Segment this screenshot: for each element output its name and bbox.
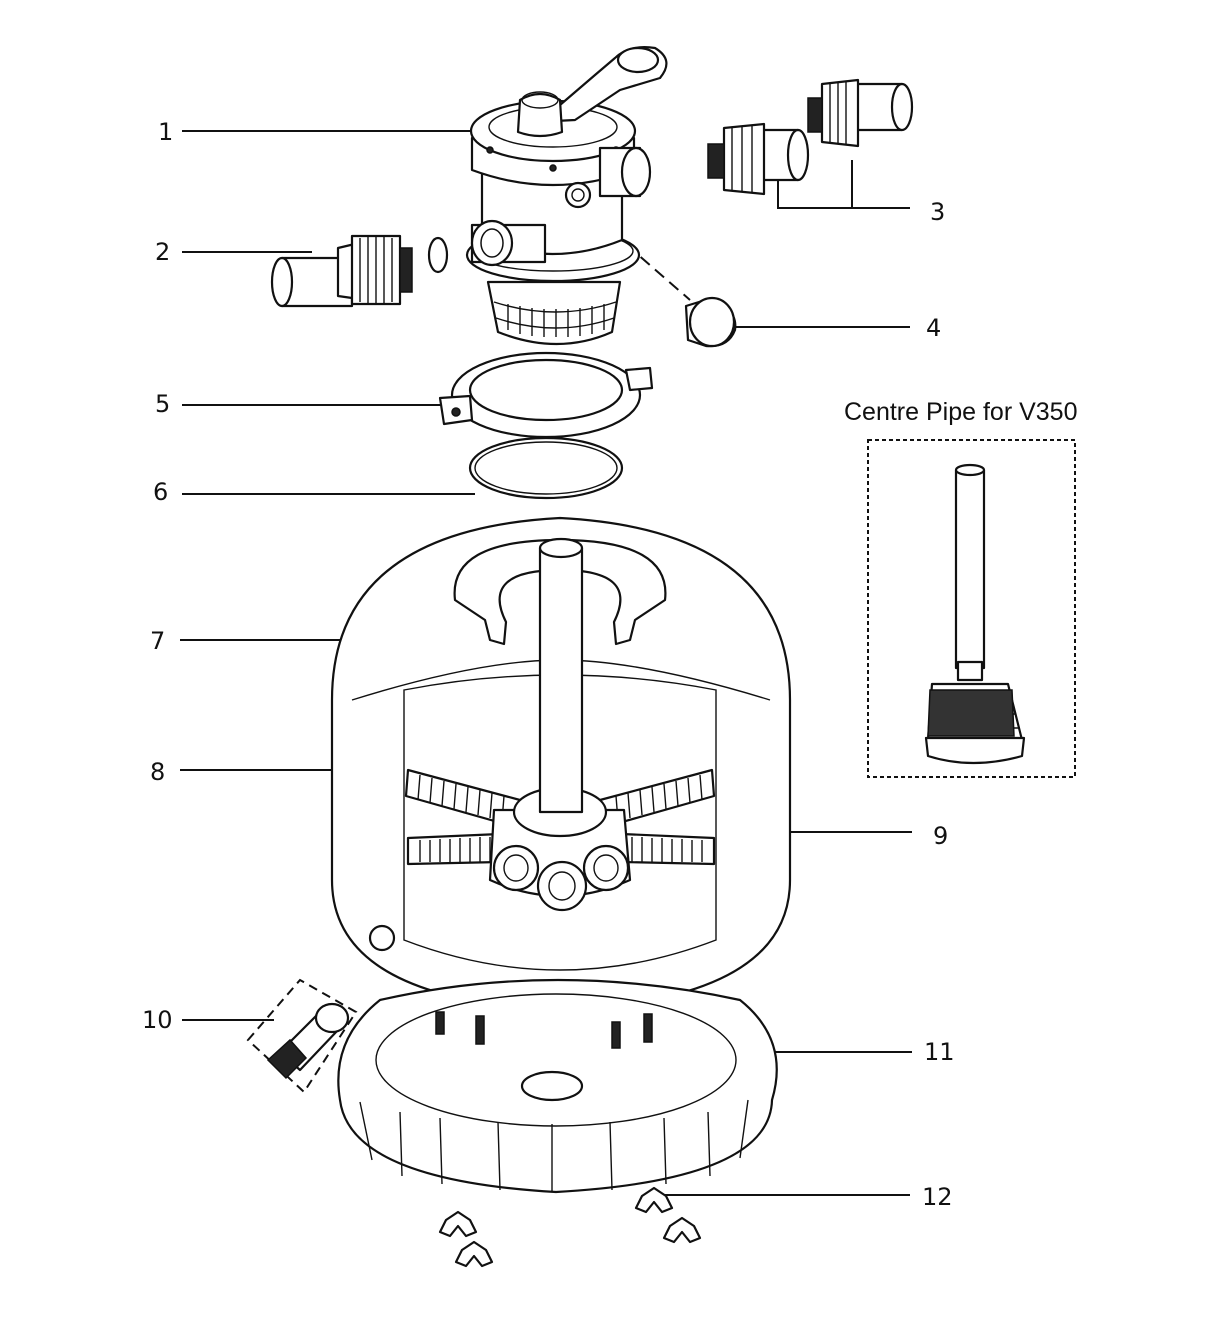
- callout-9: 9: [933, 822, 948, 850]
- leader-3: [777, 160, 910, 209]
- callout-numbers: 1 2 3 4 5 6 7 8 9 10 11 12: [142, 118, 955, 1211]
- drain-cap: [684, 296, 737, 348]
- lateral-arm: [404, 768, 716, 866]
- leader-4-dash: [611, 231, 691, 301]
- callout-4: 4: [926, 314, 941, 342]
- callout-8: 8: [150, 758, 165, 786]
- callout-11: 11: [924, 1038, 955, 1066]
- drain-plug-assembly: [246, 978, 358, 1094]
- o-ring-seal: [468, 436, 624, 500]
- base-clips: [438, 1186, 702, 1268]
- callout-7: 7: [150, 627, 165, 655]
- union-connector-left: [270, 234, 449, 308]
- tank-base: [337, 978, 778, 1194]
- clamp-ring: [438, 351, 654, 439]
- callout-3: 3: [930, 198, 945, 226]
- union-connectors-pair: [707, 78, 914, 196]
- callout-12: 12: [922, 1183, 953, 1211]
- callout-6: 6: [153, 478, 168, 506]
- inset-centre-pipe-v350: Centre Pipe for V350: [844, 398, 1077, 778]
- callout-1: 1: [158, 118, 173, 146]
- callout-2: 2: [155, 238, 170, 266]
- inset-caption: Centre Pipe for V350: [844, 398, 1077, 426]
- centre-pipe-and-laterals: [404, 537, 716, 912]
- inset-frame: [867, 439, 1076, 778]
- callout-10: 10: [142, 1006, 173, 1034]
- callout-5: 5: [155, 390, 170, 418]
- multiport-valve: [465, 46, 668, 346]
